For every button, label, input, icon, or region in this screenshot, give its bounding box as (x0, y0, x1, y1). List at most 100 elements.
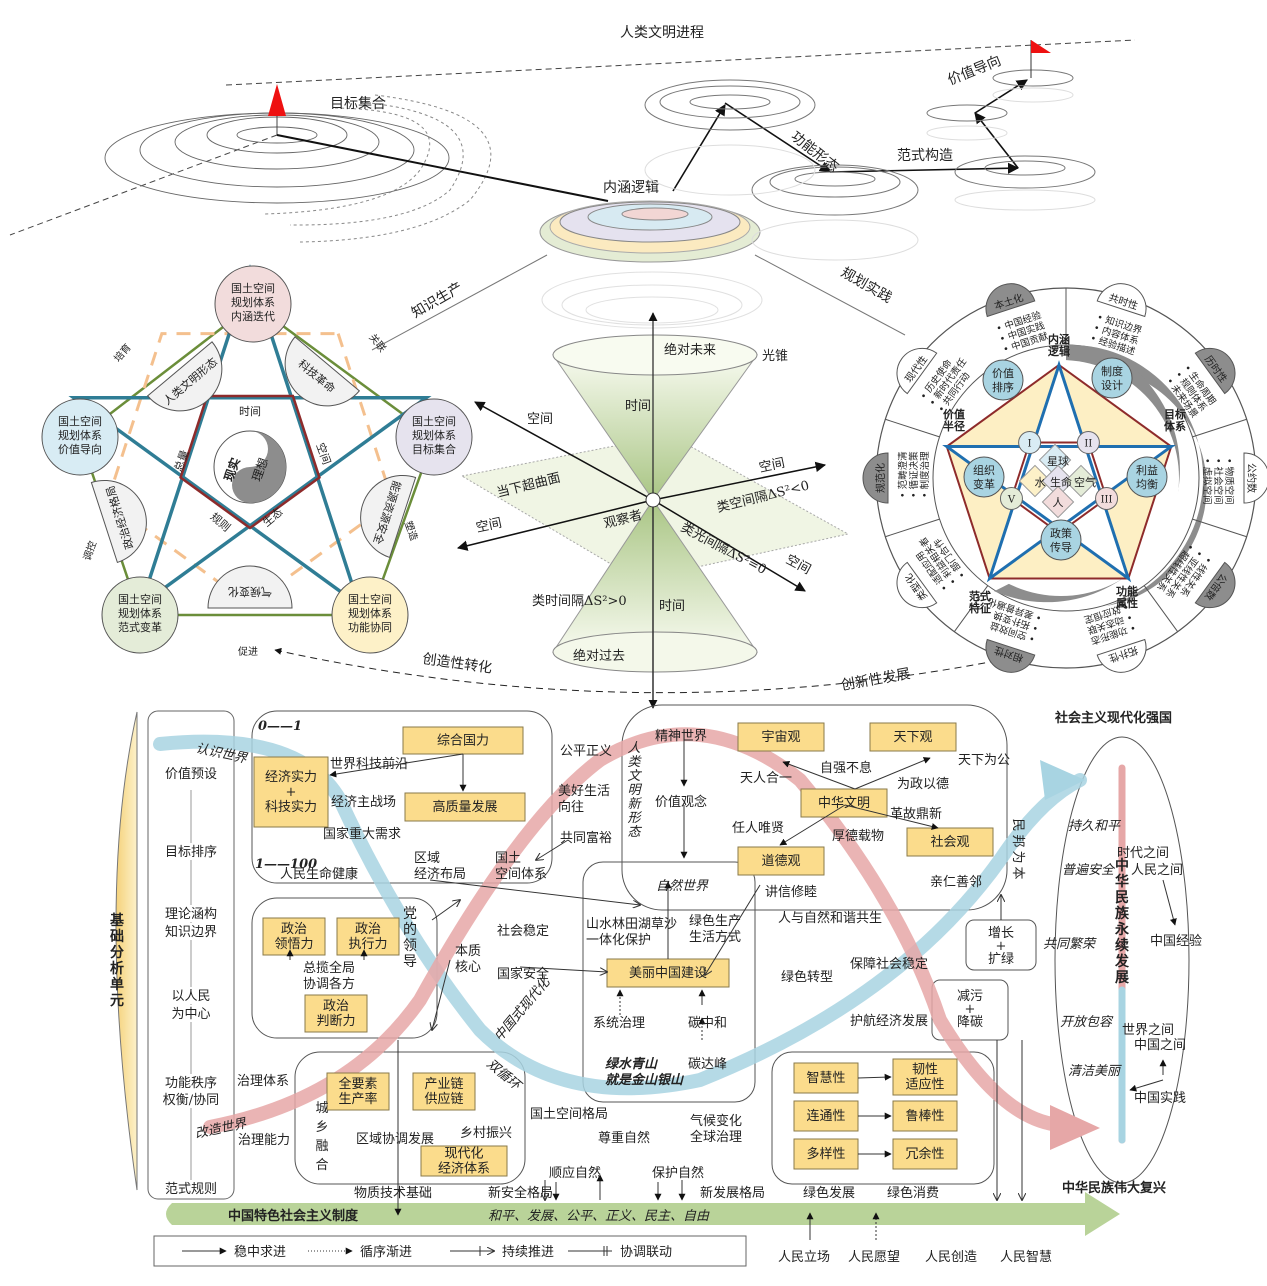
region-box-nature (582, 861, 756, 1103)
node-label: 规划体系 (231, 295, 275, 309)
socialist-system-bar (166, 1192, 1120, 1236)
flow-arrow (779, 804, 846, 846)
light-cone-diagram: 绝对未来 光锥 时间 空间 空间 空间 空间 当下超曲面 观察者 类空间隔ΔS²… (274, 312, 1001, 709)
left-column-item: 理论涵构 (165, 907, 217, 922)
urban-rural-label: 城 (315, 1101, 328, 1116)
social-view-box (906, 827, 994, 857)
universe-view-box (737, 722, 825, 752)
left-column-item: 价值预设 (165, 766, 217, 782)
econ-tech-box-label: + (286, 785, 297, 800)
people-wisdom-label: 人民智慧 (1000, 1249, 1052, 1265)
planning-practice-label: 规划实践 (838, 265, 894, 307)
political-insight-box-label: 领悟力 (274, 937, 313, 952)
sector-item: • 虚拟空间 (1201, 458, 1213, 505)
neighbor-label: 亲仁善邻 (930, 874, 982, 890)
base-unit-label: 分 (110, 945, 124, 961)
base-unit-label: 析 (110, 960, 124, 977)
mid-node-label: 组织 (973, 463, 995, 477)
climate-label: 全球治理 (690, 1129, 742, 1145)
core-life-label: 生命 (1050, 475, 1072, 489)
sustainable-label: 民 (1115, 890, 1129, 906)
sector-badge (985, 283, 1036, 318)
arc-shape (360, 475, 417, 559)
paradigm-construction-label: 范式构造 (897, 147, 953, 164)
growth-green-label: 增长 (988, 926, 1014, 941)
roman-label: I (1028, 439, 1032, 450)
between-china-label: 中国之间 (1134, 1038, 1186, 1053)
all-factor-box (326, 1072, 390, 1111)
arc-segment: 气候变化 (207, 565, 293, 609)
arc-shape (207, 565, 293, 609)
rural-revival-label: 乡村振兴 (460, 1126, 512, 1141)
mid-node-label: 传导 (1050, 541, 1072, 554)
lasting-peace-label: 持久和平 (1068, 819, 1122, 834)
pentagram-node-right (395, 398, 473, 476)
label-bg (160, 843, 222, 860)
growth-green-label: 扩绿 (988, 952, 1014, 967)
absolute-future-label: 绝对未来 (664, 342, 716, 358)
core-diamond (1041, 464, 1075, 498)
flow-arrow (431, 900, 460, 921)
vertex-label: 体系 (1164, 419, 1186, 433)
flow-arrow (432, 959, 451, 1030)
growth-green-label: + (996, 939, 1007, 954)
people-basis-label: 本 (1010, 866, 1025, 879)
green-dev-label: 绿色发展 (803, 1185, 855, 1201)
arc-segment: 能源资源安全 (360, 475, 417, 559)
base-unit-label: 础 (110, 928, 124, 945)
connotation-logic-label: 内涵逻辑 (603, 180, 659, 196)
left-column-item: 以人民 (171, 989, 210, 1004)
yinyang-dark (232, 431, 286, 503)
time-axis-label-top: 时间 (625, 399, 651, 414)
new-civ-form-label: 类 (627, 755, 642, 770)
party-leadership-label: 党 (403, 906, 417, 922)
diverse-box (793, 1138, 859, 1170)
core-diamond (1018, 464, 1052, 498)
beautiful-china-box-label: 美丽中国建设 (629, 966, 707, 981)
disc-reflection (541, 271, 763, 329)
rejuvenation-label: 中华民族伟大复兴 (1062, 1180, 1166, 1196)
node-label: 国土空间 (231, 281, 275, 295)
gov-capacity-label: 治理能力 (238, 1133, 290, 1148)
node-label: 功能协同 (348, 620, 392, 634)
merit-label: 任人唯贤 (732, 821, 784, 836)
core-diamond (1038, 443, 1072, 477)
edge-label: 塑造 (402, 519, 421, 542)
edge-label: 调控 (80, 539, 99, 562)
open-inclusive-label: 开放包容 (1060, 1014, 1114, 1030)
planning-practice-wheel: IIIIIIIVV星球水生命空气人制度设计利益均衡政策传导组织变革价值排序内涵逻… (862, 283, 1267, 673)
milestone-shadows (644, 87, 1096, 261)
roman-node (999, 486, 1023, 510)
redundant-box-label: 冗余性 (905, 1146, 944, 1162)
political-execution-box-label: 政治 (355, 922, 381, 937)
carbon-neutral-label: 碳中和 (688, 1016, 727, 1031)
national-needs-label: 国家重大需求 (323, 826, 401, 842)
all-factor-box-label: 生产率 (338, 1091, 377, 1107)
vertex-label: 范式 (969, 589, 991, 603)
legend-label: 持续推进 (502, 1245, 554, 1260)
red-band (203, 727, 1067, 1134)
pentagram-node-bottom-left (101, 576, 179, 654)
common-prosperity-label: 共同富裕 (560, 830, 612, 846)
political-judgment-box (304, 994, 368, 1033)
node-label: 国土空间 (58, 414, 102, 428)
modern-economy-box (420, 1145, 508, 1177)
smart-box-label: 智慧性 (806, 1070, 845, 1086)
china-exp-label: 中国经验 (1150, 933, 1202, 949)
mid-node-label: 价值 (992, 367, 1014, 380)
flow-arrow (429, 879, 640, 905)
common-prosperity2-label: 共同繁荣 (1043, 937, 1097, 952)
roman-node (1076, 431, 1100, 455)
node-label: 规划体系 (58, 428, 102, 442)
political-insight-box (262, 917, 326, 956)
harmony-label: 人与自然和谐共生 (778, 910, 882, 926)
reduce-pollution-label: 减污 (957, 989, 983, 1004)
green-gold-label: 绿水青山 (605, 1056, 659, 1072)
spiritual-world-label: 精神世界 (655, 729, 707, 744)
reduce-pollution-label: + (965, 1002, 976, 1017)
high-quality-box-label: 高质量发展 (432, 799, 497, 815)
political-insight-box-label: 政治 (281, 922, 307, 937)
space-label-sw: 空间 (475, 516, 504, 536)
all-factor-box-label: 全要素 (338, 1076, 377, 1092)
